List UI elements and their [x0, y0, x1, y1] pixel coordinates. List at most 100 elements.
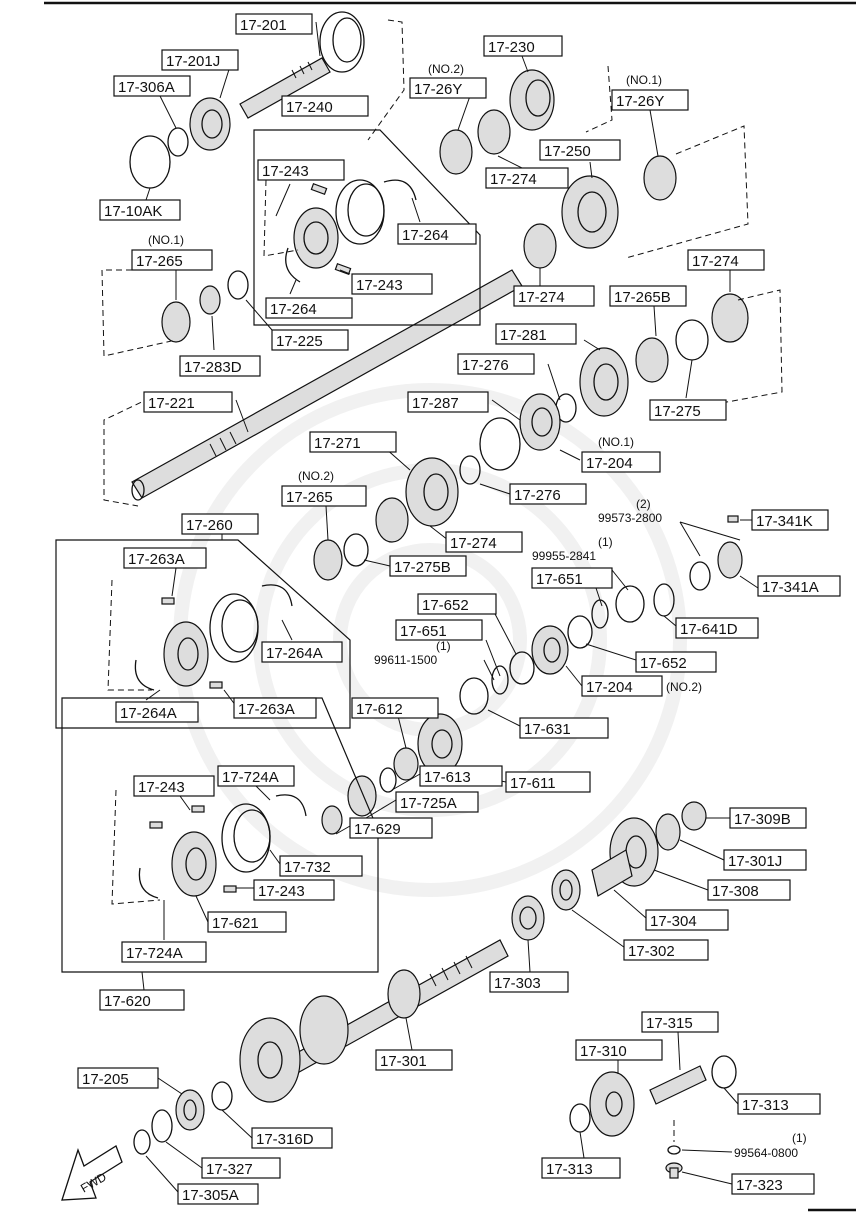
callout-17-613: 17-613	[424, 769, 471, 786]
callout-17-341A: 17-341A	[762, 579, 819, 596]
callout-17-281: 17-281	[500, 327, 547, 344]
callout-17-316D: 17-316D	[256, 1131, 314, 1148]
washer-99564-drawing	[667, 1145, 681, 1155]
sync-ring-265-no2-drawing	[313, 539, 343, 581]
callout-17-265-no1: 17-265	[136, 253, 183, 270]
sync-ring-265B-drawing	[635, 337, 669, 383]
callout-17-275: 17-275	[654, 403, 701, 420]
qualifier-99573-qty: (2)	[636, 497, 651, 511]
callout-17-305A: 17-305A	[182, 1187, 239, 1204]
bolt-323-drawing	[665, 1162, 683, 1179]
washer-652b-drawing	[509, 651, 535, 685]
callout-17-651-upper: 17-651	[536, 571, 583, 588]
callout-17-240: 17-240	[286, 99, 333, 116]
callout-17-301: 17-301	[380, 1053, 427, 1070]
qualifier-99611-qty: (1)	[436, 639, 451, 653]
sync-ring-725A-drawing	[347, 775, 377, 817]
gear-302-drawing	[551, 869, 581, 911]
sleeve-341A-drawing	[717, 541, 743, 579]
callout-17-724A-upper: 17-724A	[222, 769, 279, 786]
callout-17-308: 17-308	[712, 883, 759, 900]
qualifier-99564-qty: (1)	[792, 1131, 807, 1145]
group-outlines	[55, 19, 783, 1142]
washer-99955-drawing	[615, 585, 645, 623]
shim-327-drawing	[151, 1109, 173, 1143]
callout-17-260: 17-260	[186, 517, 233, 534]
callout-17-274-d: 17-274	[450, 535, 497, 552]
nut-309B-drawing	[681, 801, 707, 831]
callout-17-264A-left: 17-264A	[120, 705, 177, 722]
ring-631-drawing	[459, 677, 489, 715]
callout-17-10AK: 17-10AK	[104, 203, 162, 220]
synchronizer-240-drawing	[285, 179, 417, 283]
callout-17-313-left: 17-313	[546, 1161, 593, 1178]
bearing-274a-drawing	[477, 109, 511, 155]
callout-17-303: 17-303	[494, 975, 541, 992]
callout-17-304: 17-304	[650, 913, 697, 930]
key-341K-drawing	[727, 515, 739, 523]
sleeve-275B-drawing	[343, 533, 369, 567]
callout-17-243-lower: 17-243	[356, 277, 403, 294]
callout-17-323: 17-323	[736, 1177, 783, 1194]
bearing-204-no1-drawing	[519, 393, 561, 451]
callout-17-629: 17-629	[354, 821, 401, 838]
callout-17-313-right: 17-313	[742, 1097, 789, 1114]
ring-613-drawing	[379, 767, 397, 793]
callout-17-26Y-no1: 17-26Y	[616, 93, 664, 110]
synchronizer-620-drawing	[138, 794, 307, 899]
countershaft-301-drawing	[239, 939, 509, 1103]
callout-17-276-a: 17-276	[462, 357, 509, 374]
callout-17-205: 17-205	[82, 1071, 129, 1088]
callout-17-724A-lower: 17-724A	[126, 945, 183, 962]
callout-17-732: 17-732	[284, 859, 331, 876]
callout-17-651-lower: 17-651	[400, 623, 447, 640]
bearing-274c-drawing	[711, 293, 749, 343]
fwd-arrow	[61, 1145, 123, 1201]
callout-17-275B: 17-275B	[394, 559, 451, 576]
callout-17-271: 17-271	[314, 435, 361, 452]
callout-17-26Y-no2: 17-26Y	[414, 81, 462, 98]
callout-17-274-a: 17-274	[490, 171, 537, 188]
callout-17-301J: 17-301J	[728, 853, 782, 870]
callout-17-264A-right: 17-264A	[266, 645, 323, 662]
bearing-201J-drawing	[189, 97, 231, 151]
callout-17-306A: 17-306A	[118, 79, 175, 96]
callout-17-201J: 17-201J	[166, 53, 220, 70]
snap-ring-225-drawing	[227, 270, 249, 300]
shim-10AK-drawing	[129, 135, 171, 189]
callout-labels: 17-201 17-201J 17-306A 17-10AK 17-240 17…	[77, 13, 841, 1205]
snap-ring-306A-drawing	[167, 127, 189, 157]
ring-341A-outer-drawing	[689, 561, 711, 591]
partnum-99573-2800: 99573-2800	[598, 511, 662, 525]
shim-287-drawing	[479, 417, 521, 471]
callout-17-612: 17-612	[356, 701, 403, 718]
qualifier-265-no1: (NO.1)	[148, 233, 184, 247]
callout-17-725A: 17-725A	[400, 795, 457, 812]
washer-652a-drawing	[567, 615, 593, 649]
callout-17-250: 17-250	[544, 143, 591, 160]
washer-313b-drawing	[569, 1103, 591, 1133]
qualifier-265-no2: (NO.2)	[298, 469, 334, 483]
spring-651b-drawing	[491, 665, 509, 695]
washer-316D-drawing	[211, 1081, 233, 1111]
callout-17-641D: 17-641D	[680, 621, 738, 638]
bearing-205-drawing	[175, 1089, 205, 1131]
callout-17-652-upper: 17-652	[422, 597, 469, 614]
gear-250-drawing	[561, 175, 619, 249]
callout-17-204-no1: 17-204	[586, 455, 633, 472]
nut-629-drawing	[321, 805, 343, 835]
bearing-301J-drawing	[655, 813, 681, 851]
qualifier-26Y-no2: (NO.2)	[428, 62, 464, 76]
sync-ring-26Y-no1-drawing	[643, 155, 677, 201]
callout-17-309B: 17-309B	[734, 811, 791, 828]
callout-17-310: 17-310	[580, 1043, 627, 1060]
bearing-303-drawing	[511, 895, 545, 941]
callout-17-221: 17-221	[148, 395, 195, 412]
partnum-99564-0800: 99564-0800	[734, 1146, 798, 1160]
callout-17-302: 17-302	[628, 943, 675, 960]
callout-17-265-no2: 17-265	[286, 489, 333, 506]
callout-17-225: 17-225	[276, 333, 323, 350]
qualifier-99955-qty: (1)	[598, 535, 613, 549]
